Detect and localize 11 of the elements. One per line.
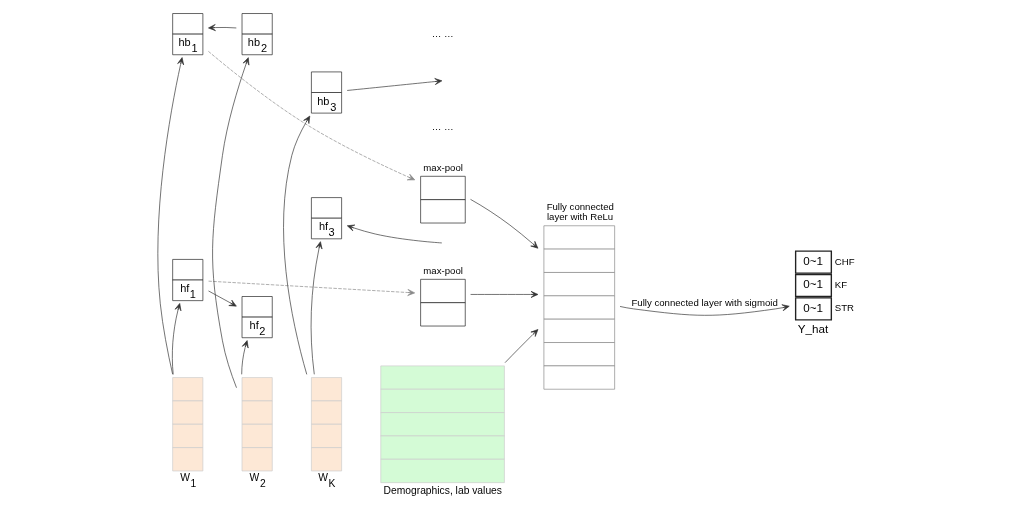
edge-label: Fully connected layer with sigmoid <box>631 297 778 309</box>
node-label: KF <box>834 279 848 291</box>
node-label: Y_hat <box>797 321 829 335</box>
node-label: Fully connected layer with ReLu <box>546 201 614 223</box>
node-label: Demographics, lab values <box>383 484 503 496</box>
node-label: CHF <box>834 255 855 267</box>
label: … … <box>431 121 454 133</box>
node-label: max-pool <box>423 161 463 173</box>
node-label: STR <box>834 302 855 314</box>
label: … … <box>431 27 454 39</box>
node-label: max-pool <box>423 264 463 276</box>
